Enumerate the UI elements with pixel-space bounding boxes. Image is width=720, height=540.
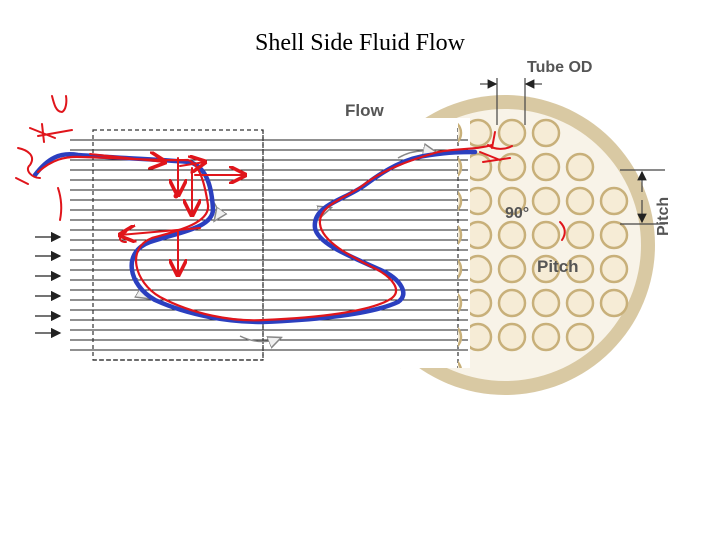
tube-circle-partial [458, 122, 463, 144]
angle-label: 90° [505, 205, 529, 222]
tube-circle [497, 118, 527, 148]
tube-circle [531, 254, 561, 284]
tube-circle [531, 322, 561, 352]
flow-label: Flow [345, 101, 384, 120]
tube-circle-partial [458, 224, 463, 246]
tube-circle [531, 118, 561, 148]
tube-circle [565, 254, 595, 284]
tube-circle [531, 288, 561, 318]
tube-circle [599, 220, 629, 250]
tube-circle [531, 220, 561, 250]
tube-circle [531, 186, 561, 216]
pitch-vertical-label: Pitch [655, 197, 672, 236]
pitch-horizontal-label: Pitch [537, 257, 579, 276]
tube-circle-partial [458, 292, 463, 314]
tube-circle [497, 288, 527, 318]
tube-circle [497, 322, 527, 352]
tube-circle [497, 186, 527, 216]
red-scribble-u [51, 95, 68, 114]
red-scribble-s [17, 147, 41, 179]
tube-circle [497, 220, 527, 250]
tube-circle-partial [458, 156, 463, 178]
tube-circle [565, 220, 595, 250]
tube-circle [565, 322, 595, 352]
tube-bundle-front [458, 122, 463, 368]
pitch-vertical-dimension [620, 169, 665, 225]
tube-od-dimension [480, 78, 542, 125]
inlet-arrows [35, 231, 62, 339]
tube-circle-partial [458, 258, 463, 280]
tube-bundle [463, 118, 629, 352]
tube-circle-partial [458, 190, 463, 212]
tube-circle [497, 254, 527, 284]
tube-circle [599, 254, 629, 284]
red-scribble-mark [29, 123, 73, 143]
red-annotations [15, 95, 566, 275]
tube-circle [497, 152, 527, 182]
tube-circle [599, 288, 629, 318]
tube-circle [531, 152, 561, 182]
tube-od-label: Tube OD [527, 59, 592, 76]
tube-circle [599, 186, 629, 216]
tube-circle [565, 288, 595, 318]
diagram-title: Shell Side Fluid Flow [254, 30, 466, 56]
tube-circle-partial [458, 326, 463, 348]
tube-circle [565, 186, 595, 216]
red-dot [173, 193, 179, 199]
tube-circle-partial [458, 360, 462, 368]
tube-circle [565, 152, 595, 182]
